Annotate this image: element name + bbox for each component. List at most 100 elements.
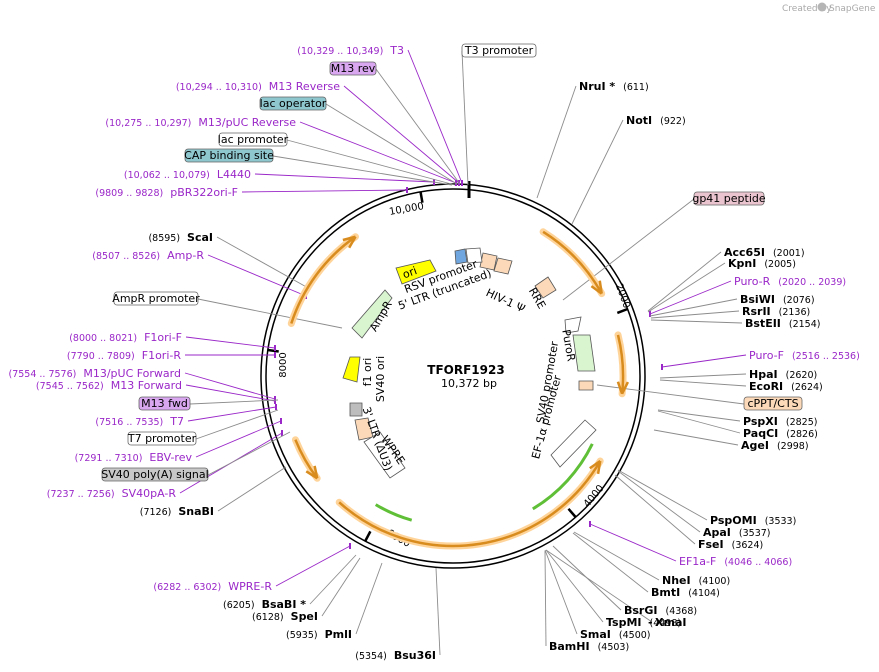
watermark-brand: SnapGene — [829, 4, 876, 14]
enzyme-label-rsrii: RsrII (2136) — [742, 305, 810, 318]
psi-box — [493, 257, 513, 275]
scale-tick-label: 2000 — [613, 282, 632, 310]
primer-label-l4440: (10,062 .. 10,079)L4440 — [124, 168, 251, 181]
enzyme-label-bamhi: BamHI(4503) — [549, 640, 629, 653]
enzyme-label-bmti: BmtI(4104) — [651, 586, 720, 599]
orf-arrowhead — [342, 235, 357, 249]
enzyme-label-xmai: XmaI — [655, 616, 686, 629]
site-position: (7516 .. 7535) — [95, 417, 163, 428]
site-name: ScaI — [187, 231, 213, 244]
feature-box-cppt-cts — [743, 396, 803, 411]
label-connector — [197, 298, 343, 329]
orf-arrowhead — [589, 459, 602, 475]
site-name: EF1a-F — [679, 555, 716, 568]
site-name: EBV-rev — [149, 451, 192, 464]
f1ori-arrow — [342, 356, 361, 383]
site-position: (2826) — [786, 429, 818, 440]
feature-box-label: CAP binding site — [184, 149, 274, 162]
site-position: (7554 .. 7576) — [8, 369, 76, 380]
site-name: RsrII — [742, 305, 771, 318]
primer-label-m13-puc-reverse: (10,275 .. 10,297)M13/pUC Reverse — [105, 116, 296, 129]
site-name: NotI — [626, 114, 652, 127]
label-connector — [355, 562, 383, 635]
label-connector — [343, 85, 460, 184]
feature-box-ampr-promoter — [113, 291, 199, 306]
enzyme-label-nhei: NheI (4100) — [662, 574, 730, 587]
primer-label-m13-reverse: (10,294 .. 10,310)M13 Reverse — [176, 80, 340, 93]
site-position: (611) — [623, 82, 649, 93]
site-position: (2136) — [779, 307, 811, 318]
site-name: M13 Reverse — [269, 80, 340, 93]
site-position: (2825) — [786, 417, 818, 428]
primer-label-ef1a-f: EF1a-F(4046 .. 4066) — [679, 555, 792, 568]
label-connector — [657, 410, 741, 434]
label-connector — [544, 550, 547, 647]
site-name: L4440 — [217, 168, 251, 181]
orf-arc — [542, 230, 603, 295]
site-name: EcoRI — [749, 380, 783, 393]
site-name: F1ori-F — [144, 331, 182, 344]
scale-tick-label: 10,000 — [388, 201, 424, 218]
site-name: PaqCI — [743, 427, 778, 440]
primer-label-puro-f: Puro-F(2516 .. 2536) — [749, 349, 860, 362]
site-position: (8595) — [148, 233, 180, 244]
site-position: (7126) — [140, 507, 172, 518]
site-position: (8507 .. 8526) — [92, 251, 160, 262]
site-name: M13/pUC Forward — [83, 367, 181, 380]
watermark-prefix: Created by — [782, 4, 832, 14]
site-position: (5354) — [355, 651, 387, 662]
label-connector — [661, 354, 747, 368]
label-connector — [659, 373, 747, 379]
rre-box — [534, 276, 557, 299]
enzyme-label-pmli: (5935) PmlI — [286, 628, 352, 641]
enzyme-label-bsrgi: BsrGI(4368) — [624, 604, 697, 617]
enzyme-label-spei: (6128)SpeI — [252, 610, 318, 623]
feature-box-label: M13 fwd — [141, 397, 188, 410]
site-name: NheI — [662, 574, 691, 587]
site-name: BmtI — [651, 586, 680, 599]
feature-label-f1-ori: f1 ori — [361, 358, 374, 387]
site-position: (922) — [660, 116, 686, 127]
ef1a-promoter-arrow — [550, 419, 597, 468]
site-position: (2020 .. 2039) — [778, 277, 846, 288]
orf-arrowhead — [590, 280, 603, 295]
orf-arrowhead — [305, 465, 319, 480]
site-position: (2998) — [777, 441, 809, 452]
plasmid-length: 10,372 bp — [441, 377, 497, 390]
label-connector — [189, 399, 279, 405]
label-connector — [207, 254, 307, 297]
site-name: BsiWI — [740, 293, 775, 306]
primer-label-f1ori-r: (7790 .. 7809)F1ori-R — [67, 349, 181, 362]
sv40-promoter-arrow — [564, 316, 582, 334]
site-position: (10,329 .. 10,349) — [297, 46, 383, 57]
primer-label-ebv-rev: (7291 .. 7310)EBV-rev — [75, 451, 193, 464]
site-position: (2620) — [786, 370, 818, 381]
label-connector — [325, 103, 458, 185]
site-position: (8000 .. 8021) — [69, 333, 137, 344]
site-position: (5935) — [286, 630, 318, 641]
wpre-arrow — [363, 431, 406, 479]
feature-box-t3-promoter — [461, 43, 537, 58]
feature-label-sv40-ori: SV40 ori — [374, 356, 387, 402]
site-position: (6205) — [223, 600, 255, 611]
label-connector-layer — [179, 49, 747, 656]
enzyme-label-ecori: EcoRI(2624) — [749, 380, 823, 393]
scale-tick — [616, 307, 629, 315]
scale-tick — [419, 191, 424, 203]
feature-box-cap-binding-site — [184, 148, 274, 163]
label-connector — [254, 173, 435, 183]
enzyme-label-fsei: FseI(3624) — [698, 538, 763, 551]
site-name: BamHI — [549, 640, 590, 653]
feature-box-label: cPPT/CTS — [747, 397, 798, 410]
label-connector — [184, 372, 276, 400]
label-connector — [407, 49, 463, 184]
site-position: (7545 .. 7562) — [36, 381, 104, 392]
site-name: PmlI — [325, 628, 352, 641]
site-position: (3624) — [732, 540, 764, 551]
site-position: (4100) — [699, 576, 731, 587]
label-connector — [649, 280, 732, 315]
feature-label-hiv-1: HIV-1 Ψ — [484, 286, 527, 315]
site-position: (3537) — [739, 528, 771, 539]
enzyme-label-paqci: PaqCI (2826) — [743, 427, 818, 440]
site-name: SmaI — [580, 628, 611, 641]
